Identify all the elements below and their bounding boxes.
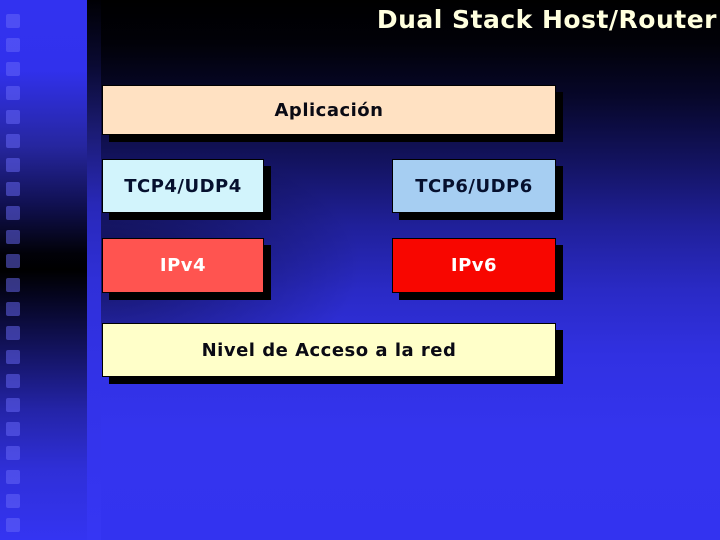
- layer-box-ipv6: IPv6: [392, 238, 556, 293]
- filmstrip-square: [6, 62, 20, 76]
- layer-box-nivel-acceso: Nivel de Acceso a la red: [102, 323, 556, 377]
- filmstrip: [6, 0, 20, 540]
- filmstrip-square: [6, 446, 20, 460]
- layer-box-tcp4-udp4: TCP4/UDP4: [102, 159, 264, 213]
- filmstrip-square: [6, 398, 20, 412]
- layer-box-aplicacion: Aplicación: [102, 85, 556, 135]
- filmstrip-square: [6, 374, 20, 388]
- filmstrip-square: [6, 110, 20, 124]
- filmstrip-square: [6, 38, 20, 52]
- filmstrip-square: [6, 518, 20, 532]
- filmstrip-square: [6, 254, 20, 268]
- layer-label-tcp6-udp6: TCP6/UDP6: [415, 175, 533, 197]
- layer-label-tcp4-udp4: TCP4/UDP4: [124, 175, 242, 197]
- layer-label-nivel-acceso: Nivel de Acceso a la red: [201, 339, 457, 361]
- layer-label-aplicacion: Aplicación: [274, 99, 384, 121]
- filmstrip-square: [6, 302, 20, 316]
- filmstrip-square: [6, 134, 20, 148]
- filmstrip-square: [6, 470, 20, 484]
- layer-box-ipv4: IPv4: [102, 238, 264, 293]
- filmstrip-square: [6, 206, 20, 220]
- filmstrip-square: [6, 494, 20, 508]
- layer-label-ipv6: IPv6: [450, 255, 498, 276]
- filmstrip-square: [6, 230, 20, 244]
- accent-stripe: [87, 0, 101, 540]
- sidebar-stripe: [0, 0, 87, 540]
- filmstrip-square: [6, 86, 20, 100]
- filmstrip-square: [6, 350, 20, 364]
- filmstrip-square: [6, 14, 20, 28]
- filmstrip-square: [6, 278, 20, 292]
- layer-label-ipv4: IPv4: [159, 255, 207, 276]
- filmstrip-square: [6, 182, 20, 196]
- filmstrip-square: [6, 158, 20, 172]
- slide-title: Dual Stack Host/Router: [376, 5, 717, 34]
- filmstrip-square: [6, 422, 20, 436]
- filmstrip-square: [6, 326, 20, 340]
- layer-box-tcp6-udp6: TCP6/UDP6: [392, 159, 556, 213]
